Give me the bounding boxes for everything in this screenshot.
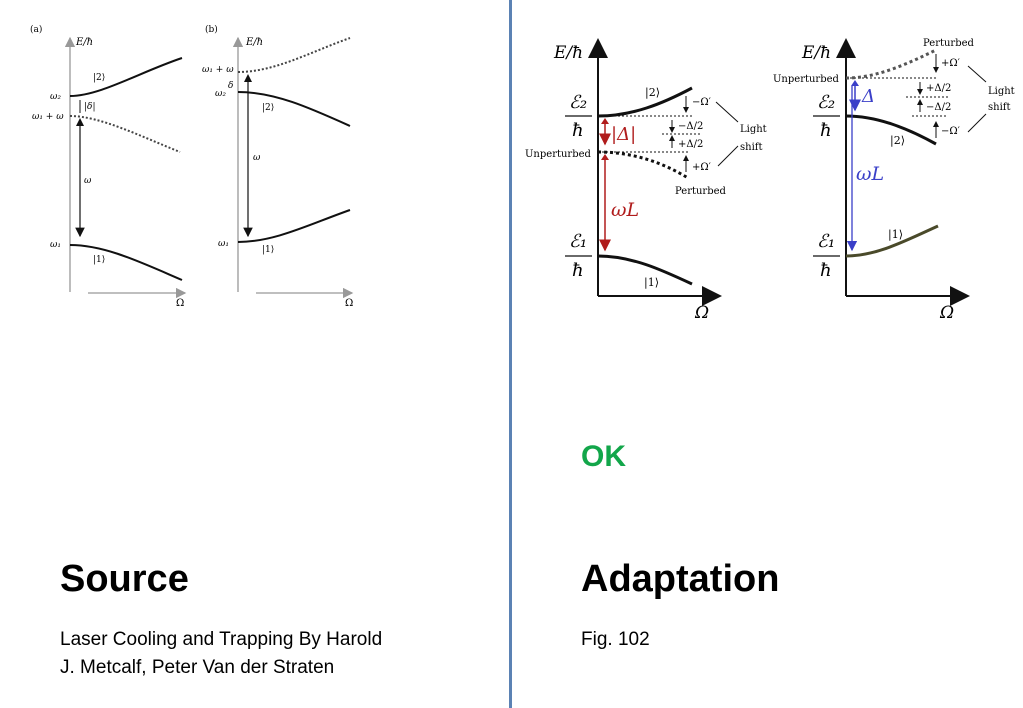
- minus-half-label-rb: −Δ/2: [926, 102, 951, 113]
- source-figure: (a) E/ħ Ω ω₂ ω₁ + ω ω₁ |2⟩ |1⟩ |δ| ω (b)…: [30, 24, 354, 309]
- y-axis-label-b: E/ħ: [245, 37, 263, 48]
- e1-den-ra: ħ: [572, 260, 584, 281]
- e1-num-ra: ℰ₁: [569, 231, 587, 252]
- omegaL-label-ra: ωL: [611, 199, 639, 221]
- divider: [509, 0, 512, 708]
- perturbed-curve-ra: [597, 150, 689, 180]
- light-shift-pointer-1-ra: [715, 101, 739, 123]
- ket1-label-b: |1⟩: [262, 245, 274, 255]
- omega-arrowhead-up-a: [76, 118, 84, 126]
- x-axis-label-ra: Ω: [694, 303, 709, 323]
- delta-arrowhead-up-ra: [601, 118, 609, 124]
- plus-half-label-ra: +Δ/2: [678, 139, 703, 150]
- ket2-label-rb: |2⟩: [890, 134, 905, 148]
- unperturbed-label-rb: Unperturbed: [773, 74, 840, 85]
- level-2-curve-rb: [845, 114, 937, 146]
- e2-num-rb: ℰ₂: [817, 92, 835, 113]
- source-caption-line2: J. Metcalf, Peter Van der Straten: [60, 657, 335, 678]
- level-2-curve-b: [237, 91, 351, 127]
- adaptation-heading: Adaptation: [581, 558, 780, 600]
- level-1-curve-ra: [597, 254, 693, 286]
- ket2-label-b: |2⟩: [262, 103, 274, 113]
- y-axis-label-a: E/ħ: [75, 37, 93, 48]
- omega1-plus-label-a: ω₁ + ω: [32, 112, 64, 122]
- light-shift-pointer-2-rb: [967, 113, 987, 133]
- level-1-curve-rb: [845, 224, 939, 258]
- light-label-rb: Light: [988, 86, 1015, 97]
- ket1-label-a: |1⟩: [93, 255, 105, 265]
- delta-label-ra: |Δ|: [611, 124, 636, 145]
- adaptation-caption: Fig. 102: [581, 629, 650, 650]
- plus-omega-label-ra: +Ω′: [692, 162, 712, 173]
- light-shift-pointer-2-ra: [717, 145, 739, 167]
- level-2-curve-a: [69, 57, 183, 97]
- plus-half-label-rb: +Δ/2: [926, 83, 951, 94]
- level-2-curve-ra: [597, 86, 693, 118]
- panel-b-label: (b): [205, 24, 218, 35]
- ket1-label-rb: |1⟩: [888, 228, 903, 242]
- omega1-label-a: ω₁: [50, 240, 61, 250]
- adaptation-figure: E/ħ Ω ℰ₂ ħ ℰ₁ ħ |2⟩ |1⟩ Unperturbed Pert…: [525, 38, 1015, 323]
- x-axis-label-rb: Ω: [939, 303, 954, 323]
- ket2-label-a: |2⟩: [93, 73, 105, 83]
- source-heading: Source: [60, 558, 189, 600]
- omega2-label-a: ω₂: [50, 92, 61, 102]
- adaptation-panel-a: E/ħ Ω ℰ₂ ħ ℰ₁ ħ |2⟩ |1⟩ Unperturbed Pert…: [525, 38, 767, 323]
- perturbed-label-ra: Perturbed: [675, 186, 727, 197]
- level-1-curve-a: [69, 244, 183, 281]
- delta-label-b: δ: [228, 81, 233, 91]
- omega-label-b: ω: [253, 153, 261, 163]
- omegaL-arrowhead-up-ra: [601, 154, 609, 160]
- source-panel-b: (b) E/ħ Ω ω₁ + ω ω₂ ω₁ |2⟩ |1⟩ δ ω: [202, 24, 354, 309]
- y-axis-label-rb: E/ħ: [801, 43, 831, 63]
- source-caption-line1: Laser Cooling and Trapping By Harold: [60, 629, 383, 650]
- e1-den-rb: ħ: [820, 260, 832, 281]
- shift-label-rb: shift: [988, 102, 1011, 113]
- omega-label-a: ω: [84, 176, 92, 186]
- omega1-label-b: ω₁: [218, 239, 229, 249]
- x-axis-label-b: Ω: [345, 298, 353, 309]
- perturbed-label-rb: Perturbed: [923, 38, 975, 49]
- delta-arrowhead-up-rb: [851, 80, 859, 86]
- x-axis-label-a: Ω: [176, 298, 184, 309]
- omega2-label-b: ω₂: [215, 89, 226, 99]
- light-shift-pointer-1-rb: [967, 65, 987, 83]
- light-label-ra: Light: [740, 124, 767, 135]
- source-caption: Laser Cooling and Trapping By Harold J. …: [60, 626, 480, 682]
- e2-den-rb: ħ: [820, 120, 832, 141]
- minus-omega-label-ra: −Ω′: [692, 97, 712, 108]
- panel-a-label: (a): [30, 24, 42, 35]
- ket1-label-ra: |1⟩: [644, 276, 659, 290]
- level-1-curve-b: [237, 209, 351, 243]
- delta-label-rb: Δ: [861, 86, 875, 107]
- ket2-label-ra: |2⟩: [645, 86, 660, 100]
- omegaL-label-rb: ωL: [856, 163, 884, 185]
- delta-label-a: |δ|: [84, 102, 95, 112]
- omega1-plus-label-b: ω₁ + ω: [202, 65, 234, 75]
- minus-omega-label-rb: −Ω′: [941, 126, 961, 137]
- adaptation-panel-b: E/ħ Ω ℰ₂ ħ ℰ₁ ħ |2⟩ |1⟩ Unperturbed Pert…: [773, 38, 1015, 323]
- plus-omega-label-rb: +Ω′: [941, 58, 961, 69]
- dressed-curve-b: [237, 37, 351, 73]
- status-label: OK: [581, 440, 626, 473]
- e1-num-rb: ℰ₁: [817, 231, 835, 252]
- e2-den-ra: ħ: [572, 120, 584, 141]
- source-panel-a: (a) E/ħ Ω ω₂ ω₁ + ω ω₁ |2⟩ |1⟩ |δ| ω: [30, 24, 187, 309]
- perturbed-curve-rb: [845, 48, 937, 80]
- e2-num-ra: ℰ₂: [569, 92, 587, 113]
- minus-half-label-ra: −Δ/2: [678, 121, 703, 132]
- dressed-curve-a: [69, 115, 181, 153]
- y-axis-label-ra: E/ħ: [553, 43, 583, 63]
- shift-label-ra: shift: [740, 142, 763, 153]
- unperturbed-label-ra: Unperturbed: [525, 149, 592, 160]
- omega-arrowhead-up-b: [244, 74, 252, 82]
